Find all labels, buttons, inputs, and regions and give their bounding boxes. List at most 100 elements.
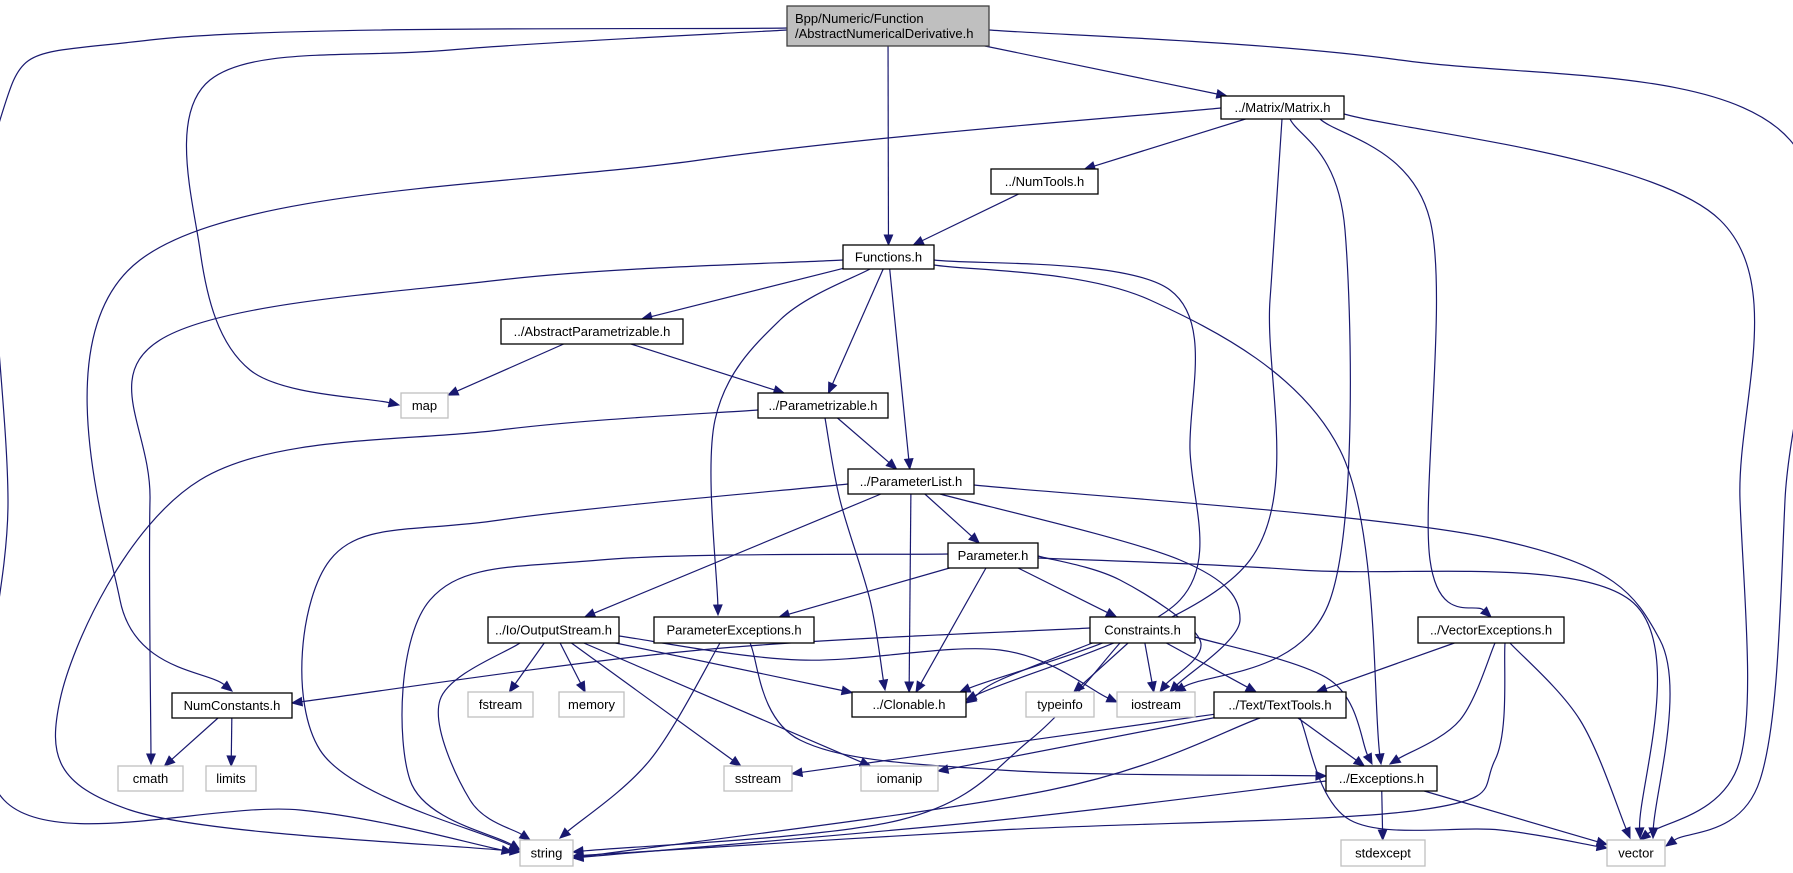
arrowhead-icon <box>885 458 898 470</box>
node-label: fstream <box>479 697 522 712</box>
edge-line <box>651 267 844 318</box>
edge-texttools-to-exceptions <box>1297 717 1366 767</box>
node-exceptions[interactable]: ../Exceptions.h <box>1325 765 1438 792</box>
edge-line <box>1509 642 1627 830</box>
node-matrix[interactable]: ../Matrix/Matrix.h <box>1220 95 1345 120</box>
node-label: Functions.h <box>855 250 922 265</box>
node-parameter[interactable]: Parameter.h <box>947 542 1039 569</box>
node-box[interactable] <box>851 691 967 718</box>
arrowhead-icon <box>904 681 915 694</box>
arrowhead-icon <box>840 685 854 696</box>
edges-layer <box>0 27 1793 863</box>
node-functions[interactable]: Functions.h <box>842 244 935 270</box>
arrowhead-icon <box>226 755 237 768</box>
edge-parameter-to-paramexc <box>777 567 950 619</box>
node-constraints[interactable]: Constraints.h <box>1089 616 1196 644</box>
node-texttools[interactable]: ../Text/TextTools.h <box>1213 691 1347 719</box>
edge-line <box>514 642 545 685</box>
edge-texttools-to-iomanip <box>936 717 1215 774</box>
edge-outputstream-to-clonable <box>615 642 854 696</box>
arrowhead-icon <box>712 604 723 617</box>
node-label: ParameterExceptions.h <box>666 623 801 638</box>
node-box[interactable] <box>757 392 889 419</box>
edge-line <box>131 259 844 755</box>
edge-line <box>824 417 884 681</box>
arrowhead-icon <box>583 608 597 618</box>
node-box <box>1025 691 1095 718</box>
node-box[interactable] <box>847 468 975 495</box>
edge-functions-to-absparam <box>640 267 844 322</box>
arrowhead-icon <box>936 764 950 774</box>
edge-functions-to-cmath <box>131 259 844 766</box>
node-root[interactable]: Bpp/Numeric/Function/AbstractNumericalDe… <box>786 5 990 47</box>
node-label: ../Io/OutputStream.h <box>495 623 612 638</box>
edge-constraints-to-string <box>571 642 1121 856</box>
node-paramexc[interactable]: ParameterExceptions.h <box>653 616 815 644</box>
node-box[interactable] <box>500 318 684 345</box>
node-numconstants[interactable]: NumConstants.h <box>171 692 293 719</box>
node-outputstream[interactable]: ../Io/OutputStream.h <box>487 616 620 644</box>
edge-line <box>0 27 788 851</box>
node-clonable[interactable]: ../Clonable.h <box>851 691 967 718</box>
edge-line <box>185 29 788 404</box>
edge-parameter-to-string <box>401 553 949 851</box>
node-box[interactable] <box>1417 616 1565 644</box>
arrowhead-icon <box>508 840 522 851</box>
edge-matrix-to-clonable <box>964 118 1283 701</box>
node-vectorexc[interactable]: ../VectorExceptions.h <box>1417 616 1565 644</box>
node-label: typeinfo <box>1037 697 1083 712</box>
arrowhead-icon <box>903 458 914 471</box>
edge-constraints-to-clonable <box>964 639 1101 704</box>
arrowhead-icon <box>518 830 532 841</box>
node-box[interactable] <box>947 542 1039 569</box>
edge-line <box>1424 790 1598 843</box>
edge-line <box>54 409 759 852</box>
node-box <box>519 839 574 867</box>
node-box[interactable] <box>1325 765 1438 792</box>
edge-line <box>988 29 1793 841</box>
arrowhead-icon <box>1634 827 1645 840</box>
node-box[interactable] <box>842 244 935 270</box>
node-label: map <box>412 398 437 413</box>
edge-line <box>933 264 1381 755</box>
node-box[interactable] <box>171 692 293 719</box>
edge-numconstants-to-cmath <box>163 717 219 767</box>
node-numtools[interactable]: ../NumTools.h <box>990 168 1099 195</box>
node-paramlist[interactable]: ../ParameterList.h <box>847 468 975 495</box>
node-label: NumConstants.h <box>184 698 281 713</box>
edge-line <box>583 642 862 763</box>
edge-constraints-to-iostream <box>1144 642 1157 694</box>
node-box[interactable] <box>1213 691 1347 719</box>
node-fstream: fstream <box>467 691 534 718</box>
edge-line <box>559 642 582 684</box>
node-box[interactable] <box>786 5 990 47</box>
node-box[interactable] <box>1089 616 1196 644</box>
node-box <box>467 691 534 718</box>
edge-parametrizable-to-clonable <box>824 417 889 692</box>
arrowhead-icon <box>1315 770 1328 781</box>
node-box[interactable] <box>1220 95 1345 120</box>
node-iostream: iostream <box>1116 691 1196 718</box>
node-vector: vector <box>1606 839 1666 867</box>
arrowhead-icon <box>1105 693 1119 703</box>
node-box <box>860 765 939 792</box>
node-box[interactable] <box>653 616 815 644</box>
edge-line <box>984 45 1218 95</box>
arrowhead-icon <box>1388 754 1402 765</box>
node-box[interactable] <box>990 168 1099 195</box>
node-box[interactable] <box>487 616 620 644</box>
edge-line <box>582 780 1327 858</box>
node-typeinfo: typeinfo <box>1025 691 1095 718</box>
edge-line <box>801 713 1215 773</box>
arrowhead-icon <box>790 767 804 778</box>
node-absparam[interactable]: ../AbstractParametrizable.h <box>500 318 684 345</box>
edge-line <box>582 717 1261 858</box>
node-parametrizable[interactable]: ../Parametrizable.h <box>757 392 889 419</box>
edge-line <box>1080 642 1129 686</box>
edge-outputstream-to-fstream <box>508 642 545 694</box>
arrowhead-icon <box>964 693 978 704</box>
arrowhead-icon <box>1362 752 1373 766</box>
edge-outputstream-to-sstream <box>571 642 742 767</box>
arrowhead-icon <box>387 397 401 408</box>
